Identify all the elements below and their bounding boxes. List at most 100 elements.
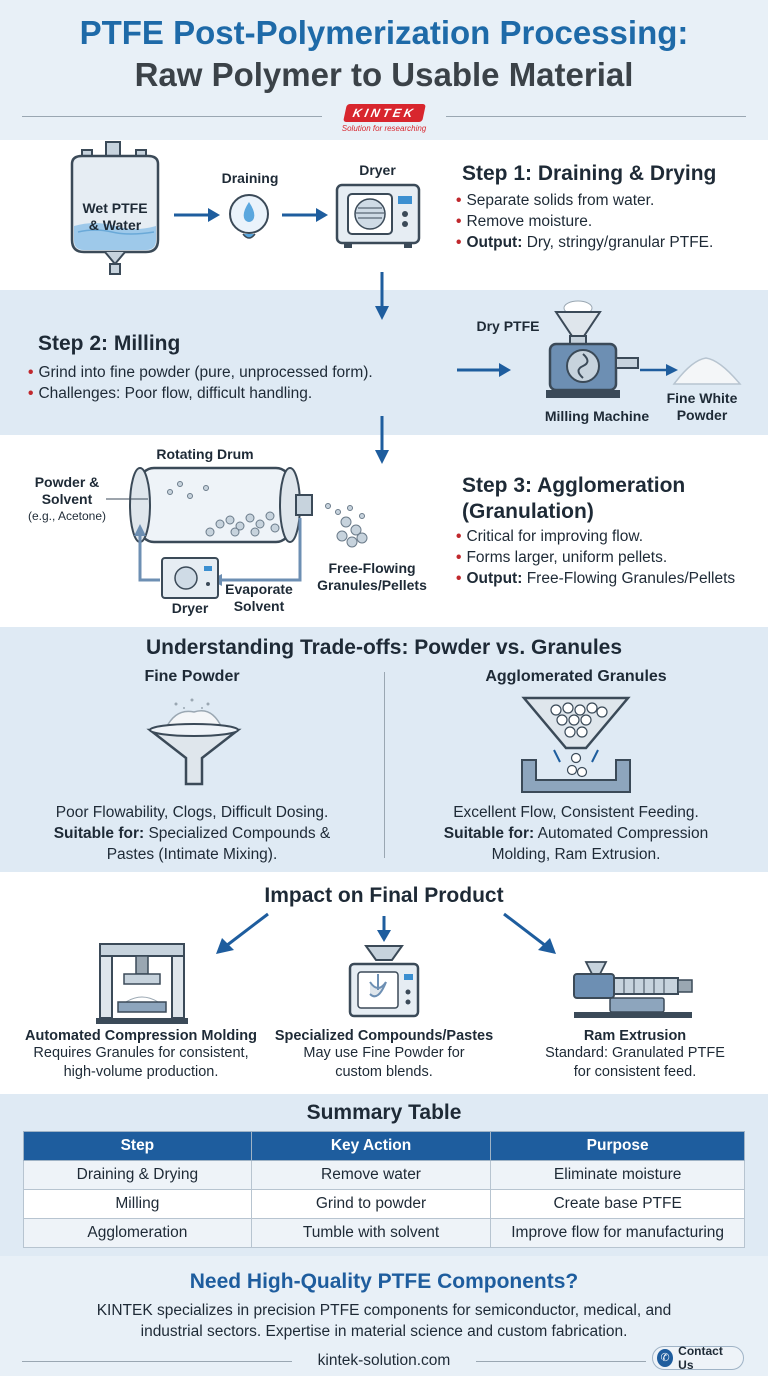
table-row: Milling Grind to powder Create base PTFE: [23, 1189, 745, 1219]
product-ram-extrusion: Ram Extrusion Standard: Granulated PTFE …: [520, 1028, 750, 1082]
step3-title-line2: (Granulation): [462, 500, 594, 523]
funnel-icon: [146, 698, 242, 786]
summary-title: Summary Table: [306, 1101, 462, 1124]
table-cell: Remove water: [250, 1160, 492, 1190]
list-item: •Output: Dry, stringy/granular PTFE.: [456, 234, 714, 251]
list-item: •Challenges: Poor flow, difficult handli…: [28, 385, 313, 402]
arrow-down-icon: [375, 416, 389, 464]
granule-hopper-icon: [521, 696, 631, 793]
product-description: Requires Granules for consistent,: [33, 1045, 249, 1061]
arrow-right-icon: [282, 208, 328, 222]
water-drop-icon: [229, 194, 269, 239]
product-compression-molding: Automated Compression Molding Requires G…: [0, 1028, 282, 1082]
wet-ptfe-vessel-icon: [70, 141, 160, 275]
list-item: •Separate solids from water.: [456, 192, 655, 209]
step2-bullets: •Grind into fine powder (pure, unprocess…: [28, 362, 448, 404]
fine-powder-description: Poor Flowability, Clogs, Difficult Dosin…: [53, 804, 331, 863]
arrow-right-icon: [640, 364, 678, 376]
contact-us-label: Contact Us: [678, 1344, 723, 1372]
list-item: •Forms larger, uniform pellets.: [456, 549, 668, 566]
milling-machine-label: Milling Machine: [544, 408, 650, 424]
website-link[interactable]: kintek-solution.com: [317, 1352, 451, 1369]
table-cell: Draining & Drying: [23, 1160, 252, 1190]
impact-title: Impact on Final Product: [264, 884, 504, 907]
summary-table: Step Key Action Purpose Draining & Dryin…: [23, 1131, 745, 1248]
tradeoffs-title: Understanding Trade-offs: Powder vs. Gra…: [145, 636, 623, 659]
fine-powder-title: Fine Powder: [144, 668, 240, 685]
dry-ptfe-label: Dry PTFE: [476, 318, 540, 334]
free-flowing-granules-label: Free-Flowing Granules/Pellets: [317, 560, 427, 593]
step3-title-line1: Step 3: Agglomeration: [462, 474, 686, 497]
divider: [22, 1361, 292, 1362]
arrow-diagonal-icon: [503, 912, 556, 954]
milling-machine-icon: [546, 300, 639, 398]
table-cell: Milling: [23, 1189, 252, 1219]
arrow-diagonal-icon: [216, 912, 269, 954]
product-description: high-volume production.: [63, 1064, 219, 1080]
table-cell: Agglomeration: [23, 1218, 252, 1248]
dryer-label: Dryer: [359, 162, 396, 178]
pointer-line: [106, 498, 148, 500]
table-cell: Eliminate moisture: [490, 1160, 745, 1190]
list-item: •Grind into fine powder (pure, unprocess…: [28, 364, 373, 381]
cta-description: KINTEK specializes in precision PTFE com…: [96, 1302, 672, 1340]
logo-tagline: Solution for researching: [341, 124, 427, 133]
mixer-icon: [348, 945, 420, 1018]
evaporate-solvent-label: Evaporate Solvent: [225, 581, 293, 614]
brand-logo: KINTEK Solution for researching: [334, 104, 434, 133]
table-row: Agglomeration Tumble with solvent Improv…: [23, 1218, 745, 1248]
phone-icon: ✆: [657, 1349, 674, 1367]
wet-ptfe-label: Wet PTFE & Water: [82, 200, 148, 233]
arrow-right-icon: [457, 363, 511, 377]
powder-pile-icon: [672, 357, 742, 385]
dryer-icon: [335, 183, 421, 248]
table-cell: Tumble with solvent: [250, 1218, 492, 1248]
arrow-down-icon: [375, 272, 389, 320]
powder-solvent-label: Powder & Solvent: [34, 474, 100, 507]
page-title-line2: Raw Polymer to Usable Material: [134, 56, 634, 93]
draining-label: Draining: [221, 170, 279, 186]
step3-section: [0, 435, 768, 627]
table-header-row: Step Key Action Purpose: [23, 1131, 745, 1161]
product-description: custom blends.: [335, 1064, 433, 1080]
solvent-example-label: (e.g., Acetone): [27, 509, 107, 523]
rotating-drum-icon: [129, 466, 368, 599]
rotating-drum-label: Rotating Drum: [156, 446, 254, 462]
granules-title: Agglomerated Granules: [485, 668, 667, 685]
page-title-line1: PTFE Post-Polymerization Processing:: [79, 14, 689, 51]
product-name: Specialized Compounds/Pastes: [274, 1028, 494, 1044]
product-description: Standard: Granulated PTFE: [545, 1045, 725, 1061]
list-item: •Output: Free-Flowing Granules/Pellets: [456, 570, 736, 587]
cta-section: [0, 1256, 768, 1376]
table-cell: Improve flow for manufacturing: [490, 1218, 745, 1248]
step1-bullets: •Separate solids from water. •Remove moi…: [456, 190, 766, 253]
ram-extruder-icon: [573, 961, 693, 1018]
table-row: Draining & Drying Remove water Eliminate…: [23, 1160, 745, 1190]
dryer-label: Dryer: [171, 600, 209, 616]
contact-us-button[interactable]: ✆ Contact Us: [652, 1344, 744, 1372]
granules-description: Excellent Flow, Consistent Feeding. Suit…: [443, 804, 709, 863]
compression-press-icon: [96, 943, 188, 1024]
divider: [22, 116, 322, 117]
logo-wordmark: KINTEK: [342, 104, 426, 122]
cta-title: Need High-Quality PTFE Components?: [189, 1270, 579, 1293]
column-header: Step: [23, 1131, 252, 1161]
column-header: Purpose: [490, 1131, 745, 1161]
product-name: Ram Extrusion: [583, 1028, 687, 1044]
step2-title: Step 2: Milling: [38, 332, 181, 355]
step3-bullets: •Critical for improving flow. •Forms lar…: [456, 526, 768, 589]
product-description: May use Fine Powder for: [303, 1045, 465, 1061]
column-header: Key Action: [250, 1131, 492, 1161]
table-cell: Create base PTFE: [490, 1189, 745, 1219]
arrow-down-icon: [377, 916, 391, 942]
divider: [384, 672, 385, 858]
product-description: for consistent feed.: [573, 1064, 697, 1080]
fine-white-powder-label: Fine White Powder: [666, 390, 738, 423]
arrow-right-icon: [174, 208, 220, 222]
step1-title: Step 1: Draining & Drying: [462, 162, 717, 185]
product-name: Automated Compression Molding: [25, 1028, 257, 1044]
divider: [446, 116, 746, 117]
list-item: •Critical for improving flow.: [456, 528, 644, 545]
product-specialized-compounds: Specialized Compounds/Pastes May use Fin…: [262, 1028, 506, 1082]
divider: [476, 1361, 646, 1362]
